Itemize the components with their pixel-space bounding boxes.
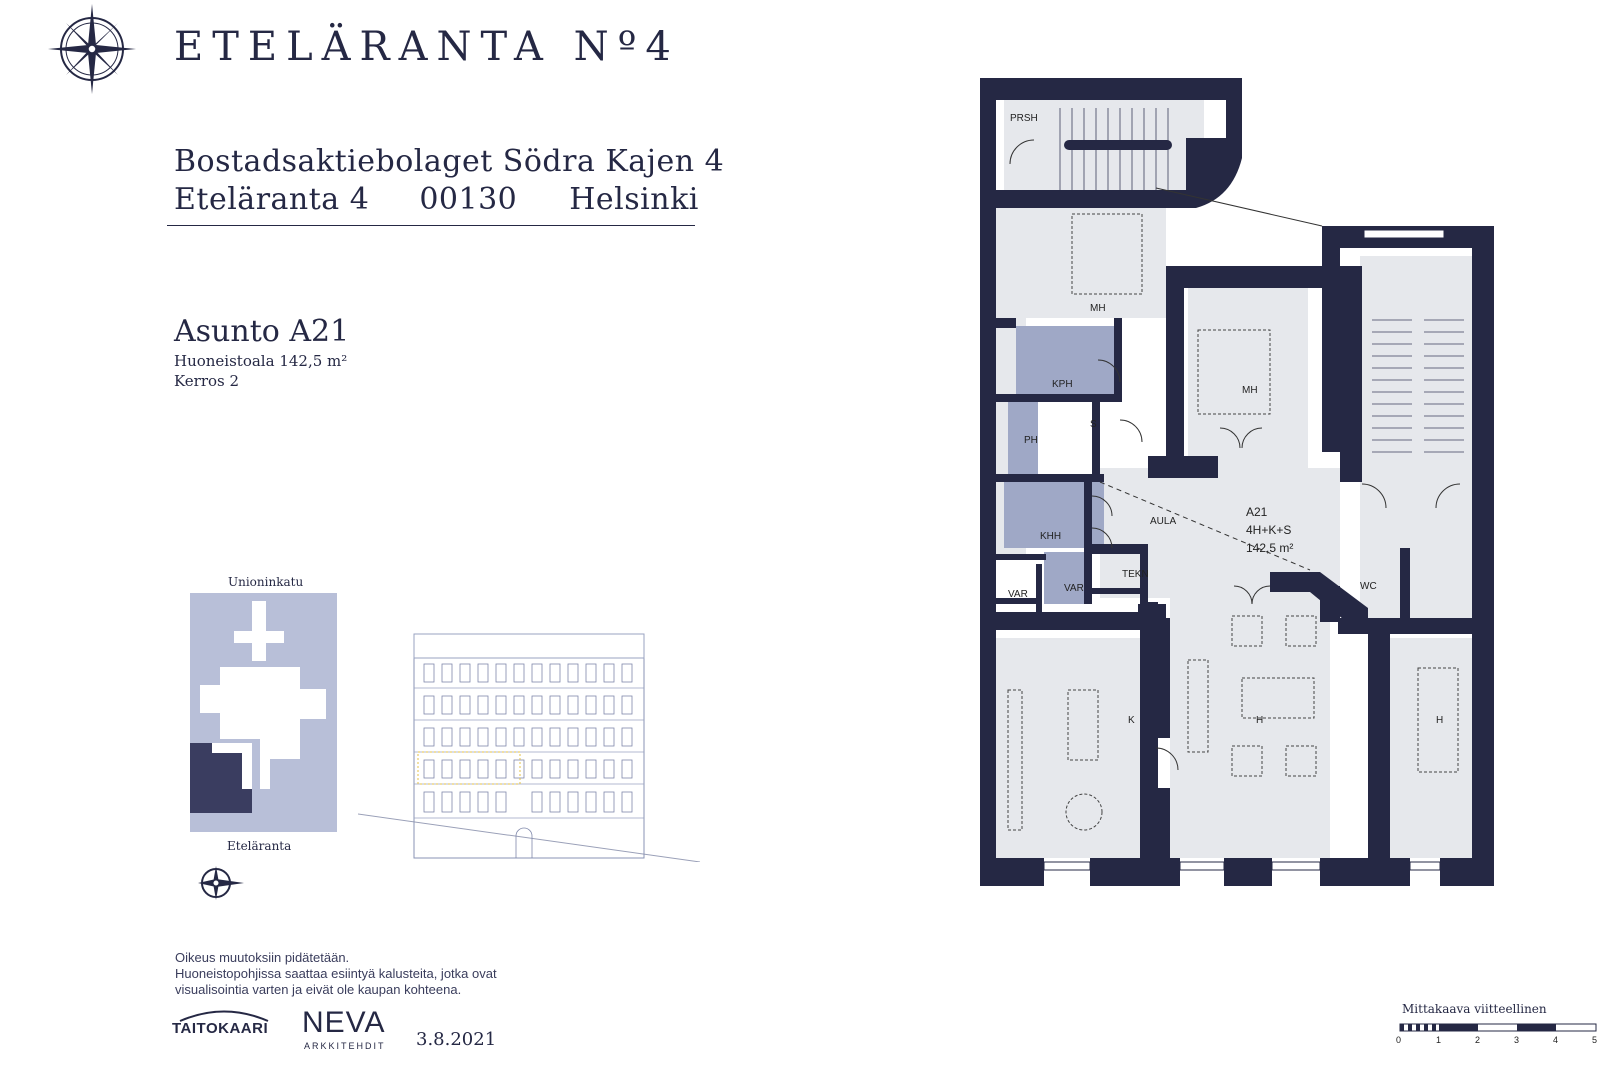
apartment-floor: Kerros 2 xyxy=(174,372,240,390)
taitokaari-arc-icon xyxy=(179,1010,269,1022)
city: Helsinki xyxy=(569,182,699,217)
document-date: 3.8.2021 xyxy=(416,1029,497,1050)
room-s: S xyxy=(1090,419,1097,430)
room-var-2: VAR xyxy=(1064,583,1084,594)
floor-plan xyxy=(980,78,1494,886)
unit-type: 4H+K+S xyxy=(1246,523,1292,537)
site-map xyxy=(190,593,337,832)
scale-tick-4: 4 xyxy=(1553,1035,1559,1045)
company-name: Bostadsaktiebolaget Södra Kajen 4 xyxy=(174,144,725,179)
note-line-2: Huoneistopohjissa saattaa esiintyä kalus… xyxy=(175,966,497,981)
room-mh-2: MH xyxy=(1242,385,1258,396)
room-ph: PH xyxy=(1024,435,1038,446)
address-line: Eteläranta 4 00130 Helsinki xyxy=(174,182,699,217)
apartment-title: Asunto A21 xyxy=(174,314,350,349)
street-label-bottom: Eteläranta xyxy=(227,839,292,853)
facade-elevation xyxy=(358,633,701,862)
note-line-1: Oikeus muutoksiin pidätetään. xyxy=(175,950,350,965)
room-k: K xyxy=(1128,715,1135,726)
room-mh-1: MH xyxy=(1090,303,1106,314)
taitokaari-logo: TAITOKAARI xyxy=(172,1020,269,1037)
scale-bar xyxy=(1399,1023,1597,1032)
postal-code: 00130 xyxy=(419,182,518,217)
room-h-1: H xyxy=(1256,715,1264,726)
scale-label: Mittakaava viitteellinen xyxy=(1402,1002,1547,1016)
scale-tick-3: 3 xyxy=(1514,1035,1520,1045)
scale-tick-5: 5 xyxy=(1592,1035,1598,1045)
scale-tick-2: 2 xyxy=(1475,1035,1481,1045)
neva-logo-subtitle: ARKKITEHDIT xyxy=(304,1041,386,1051)
room-wc: WC xyxy=(1360,581,1377,592)
room-aula: AULA xyxy=(1150,516,1177,527)
scale-tick-1: 1 xyxy=(1436,1035,1442,1045)
building-title: ETELÄRANTA Nº4 xyxy=(174,24,680,70)
room-tekn: TEKN xyxy=(1122,569,1149,580)
scale-tick-0: 0 xyxy=(1396,1035,1402,1045)
small-compass-icon xyxy=(198,866,244,900)
unit-id: A21 xyxy=(1246,505,1268,519)
apartment-area: Huoneistoala 142,5 m² xyxy=(174,352,348,370)
room-khh: KHH xyxy=(1040,531,1062,542)
unit-area: 142,5 m² xyxy=(1246,541,1294,555)
street-address: Eteläranta 4 xyxy=(174,182,370,217)
header-divider xyxy=(167,225,695,226)
note-line-3: visualisointia varten ja eivät ole kaupa… xyxy=(175,982,462,997)
room-prsh: PRSH xyxy=(1010,113,1038,124)
neva-logo: NEVA xyxy=(302,1006,386,1039)
room-h-2: H xyxy=(1436,715,1444,726)
room-kph: KPH xyxy=(1052,379,1073,390)
room-var-1: VAR xyxy=(1008,589,1028,600)
street-label-top: Unioninkatu xyxy=(228,575,304,589)
compass-logo-icon xyxy=(48,4,136,94)
